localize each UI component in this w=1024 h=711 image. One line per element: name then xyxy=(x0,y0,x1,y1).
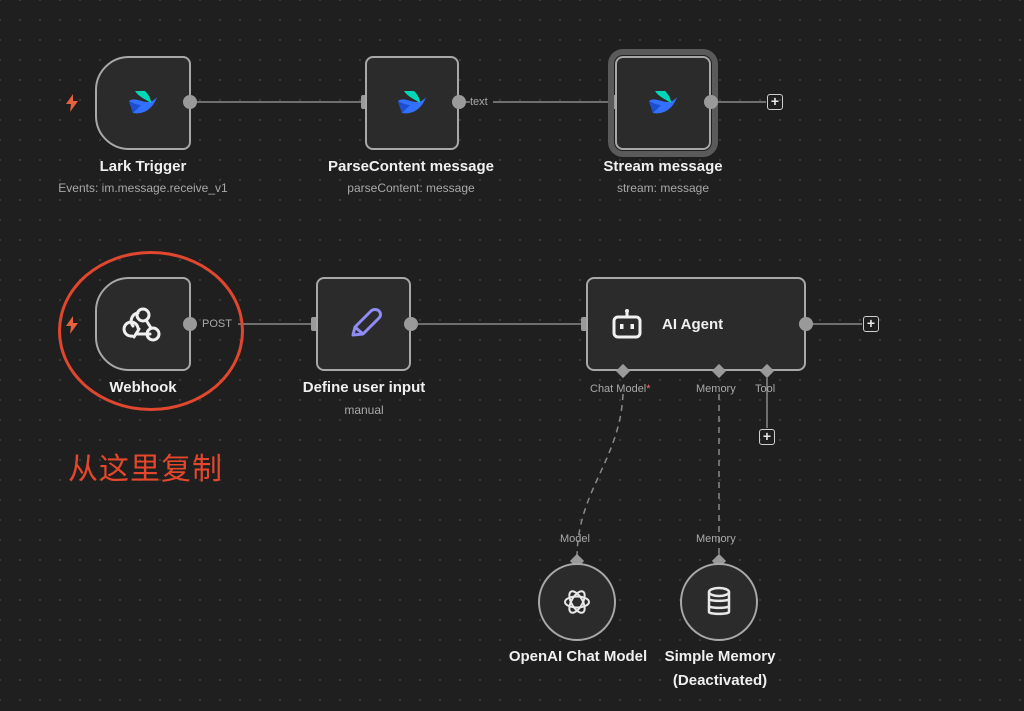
ai-agent-input-handle[interactable] xyxy=(581,317,589,331)
add-node-after-agent-button[interactable]: + xyxy=(863,316,879,332)
memory-label: Memory xyxy=(696,383,736,395)
lark-icon xyxy=(398,91,426,114)
pencil-icon xyxy=(351,308,382,337)
parse-content-node[interactable] xyxy=(365,56,459,150)
memory-input-label: Memory xyxy=(696,533,736,545)
parse-content-title: ParseContent message xyxy=(328,158,494,175)
ai-agent-title: AI Agent xyxy=(662,315,724,333)
lark-trigger-title: Lark Trigger xyxy=(99,158,187,175)
openai-chat-model-node[interactable] xyxy=(538,563,616,641)
model-input-label: Model xyxy=(560,533,590,545)
add-node-after-stream-button[interactable]: + xyxy=(767,94,783,110)
openai-chat-model-title: OpenAI Chat Model xyxy=(508,648,648,665)
define-input-input-handle[interactable] xyxy=(311,317,319,331)
lark-icon xyxy=(129,91,157,114)
database-icon xyxy=(707,586,731,616)
robot-icon xyxy=(612,309,642,339)
simple-memory-node[interactable] xyxy=(680,563,758,641)
openai-icon xyxy=(564,590,590,614)
parse-content-output-handle[interactable] xyxy=(452,95,466,109)
simple-memory-title: Simple Memory xyxy=(664,648,776,665)
parse-content-subtitle: parseContent: message xyxy=(347,181,475,195)
tool-label: Tool xyxy=(755,383,776,395)
ai-agent-node[interactable]: AI Agent xyxy=(586,277,806,371)
define-input-title: Define user input xyxy=(302,379,426,396)
stream-message-title: Stream message xyxy=(603,158,723,175)
add-tool-button[interactable]: + xyxy=(759,429,775,445)
lark-icon xyxy=(649,91,677,114)
ai-agent-output-handle[interactable] xyxy=(799,317,813,331)
trigger-bolt-icon xyxy=(66,94,78,112)
define-user-input-node[interactable] xyxy=(316,277,411,371)
define-input-subtitle: manual xyxy=(344,403,384,417)
lark-trigger-subtitle: Events: im.message.receive_v1 xyxy=(58,181,228,195)
simple-memory-status: (Deactivated) xyxy=(672,672,768,689)
lark-trigger-output-handle[interactable] xyxy=(183,95,197,109)
chat-model-label: Chat Model* xyxy=(590,383,651,395)
wire-chat-model-dashed xyxy=(576,393,624,557)
annotation-circle xyxy=(58,251,244,411)
stream-message-output-handle[interactable] xyxy=(704,95,718,109)
lark-trigger-node[interactable] xyxy=(95,56,191,150)
annotation-text: 从这里复制 xyxy=(68,452,223,487)
stream-message-subtitle: stream: message xyxy=(616,181,710,195)
define-input-output-handle[interactable] xyxy=(404,317,418,331)
stream-message-node[interactable] xyxy=(608,49,718,157)
text-connection-label: text xyxy=(470,96,488,108)
